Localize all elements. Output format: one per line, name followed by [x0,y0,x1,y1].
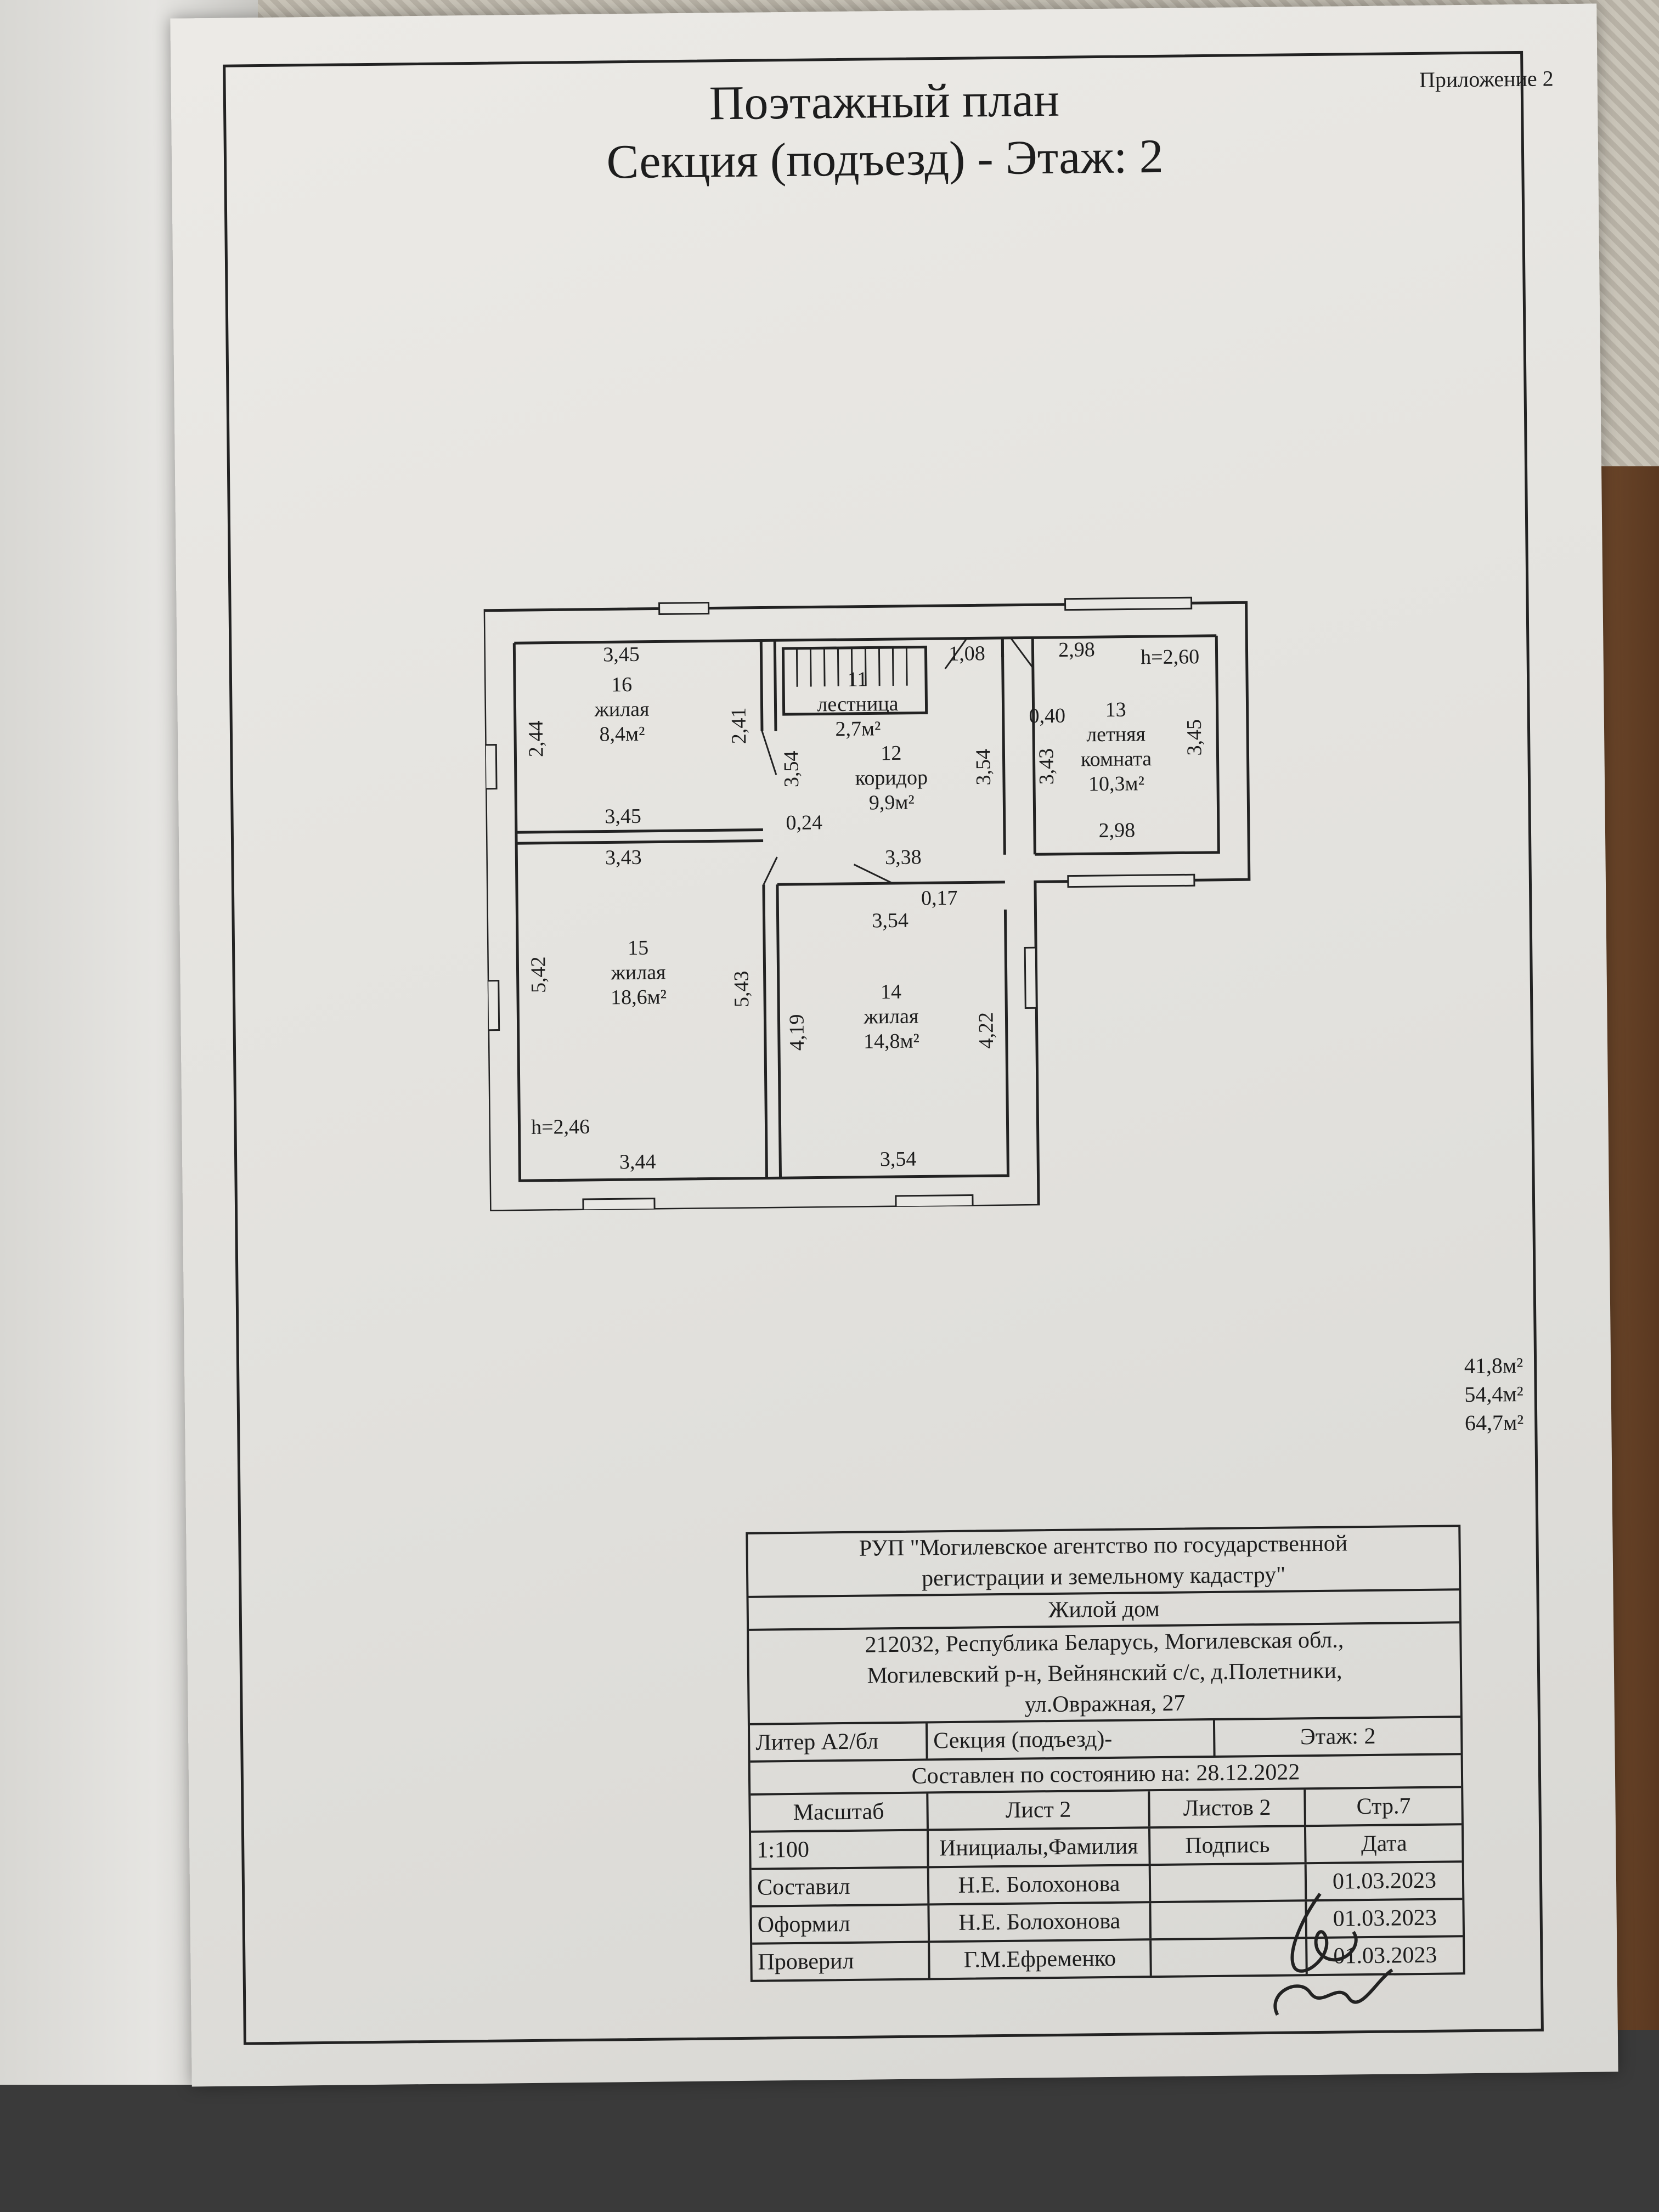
room-13-type2: комната [1081,747,1152,771]
total-area-with-summer: 64,7м² [1464,1410,1524,1436]
dim-label: 3,44 [619,1150,656,1174]
room-13-number: 13 [1105,698,1126,721]
room-15-number: 15 [628,936,648,960]
organization: РУП "Могилевское агентство по государств… [748,1527,1459,1598]
dim-label: 3,54 [972,749,995,786]
room-15-type: жилая [610,961,665,984]
dim-label: 3,45 [1183,719,1206,756]
dim-label: 2,98 [1098,819,1135,842]
address: 212032, Республика Беларусь, Могилевская… [749,1623,1460,1725]
dim-label: 0,40 [1029,704,1065,728]
dim-label: 4,22 [974,1012,998,1049]
room-11-number: 11 [848,668,868,691]
handwritten-signature [1273,1893,1393,2016]
room-12-area: 9,9м² [869,791,915,815]
dim-label: 3,38 [885,845,922,869]
room-12-type: коридор [855,766,928,789]
total-area: 54,4м² [1464,1381,1523,1407]
room-11-type: лестница [817,692,899,716]
total-living-area: 41,8м² [1464,1353,1523,1379]
room-16-type: жилая [594,698,649,721]
room-16-number: 16 [611,673,632,696]
room-13-area: 10,3м² [1088,772,1144,795]
dim-label: 3,54 [880,1148,917,1171]
room-12-number: 12 [881,742,901,765]
document-sheet: Приложение 2 Поэтажный план Секция (подъ… [170,3,1618,2087]
dim-label: 3,45 [603,643,640,667]
dim-label: 1,08 [949,642,985,665]
room-14-number: 14 [881,980,901,1003]
room-16-area: 8,4м² [599,723,645,746]
room-14-area: 14,8м² [864,1030,919,1053]
dim-label: 5,42 [527,956,550,993]
dim-label: h=2,46 [531,1115,590,1139]
floor-plan: 16 жилая 8,4м² 11 лестница 2,7м² 12 кори… [483,596,1251,1211]
dim-label: 2,44 [524,720,548,757]
dim-label: 3,54 [872,909,909,933]
dim-label: 5,43 [730,970,754,1007]
dim-label: 0,17 [921,887,958,910]
room-13-type: летняя [1086,723,1146,746]
dim-label: 4,19 [785,1014,809,1051]
area-totals: 41,8м² 54,4м² 64,7м² [1464,1351,1524,1437]
dim-label: 3,43 [1035,748,1058,785]
dim-label: 2,98 [1058,638,1095,662]
dim-label: 2,41 [727,707,751,744]
dim-label: 3,43 [605,846,642,870]
room-15-area: 18,6м² [611,985,667,1009]
room-14-type: жилая [863,1005,918,1029]
dim-label: 0,24 [786,811,822,834]
dim-label: h=2,60 [1141,645,1199,669]
dim-label: 3,45 [605,805,641,828]
dim-label: 3,54 [780,751,803,787]
room-11-area: 2,7м² [835,717,881,741]
